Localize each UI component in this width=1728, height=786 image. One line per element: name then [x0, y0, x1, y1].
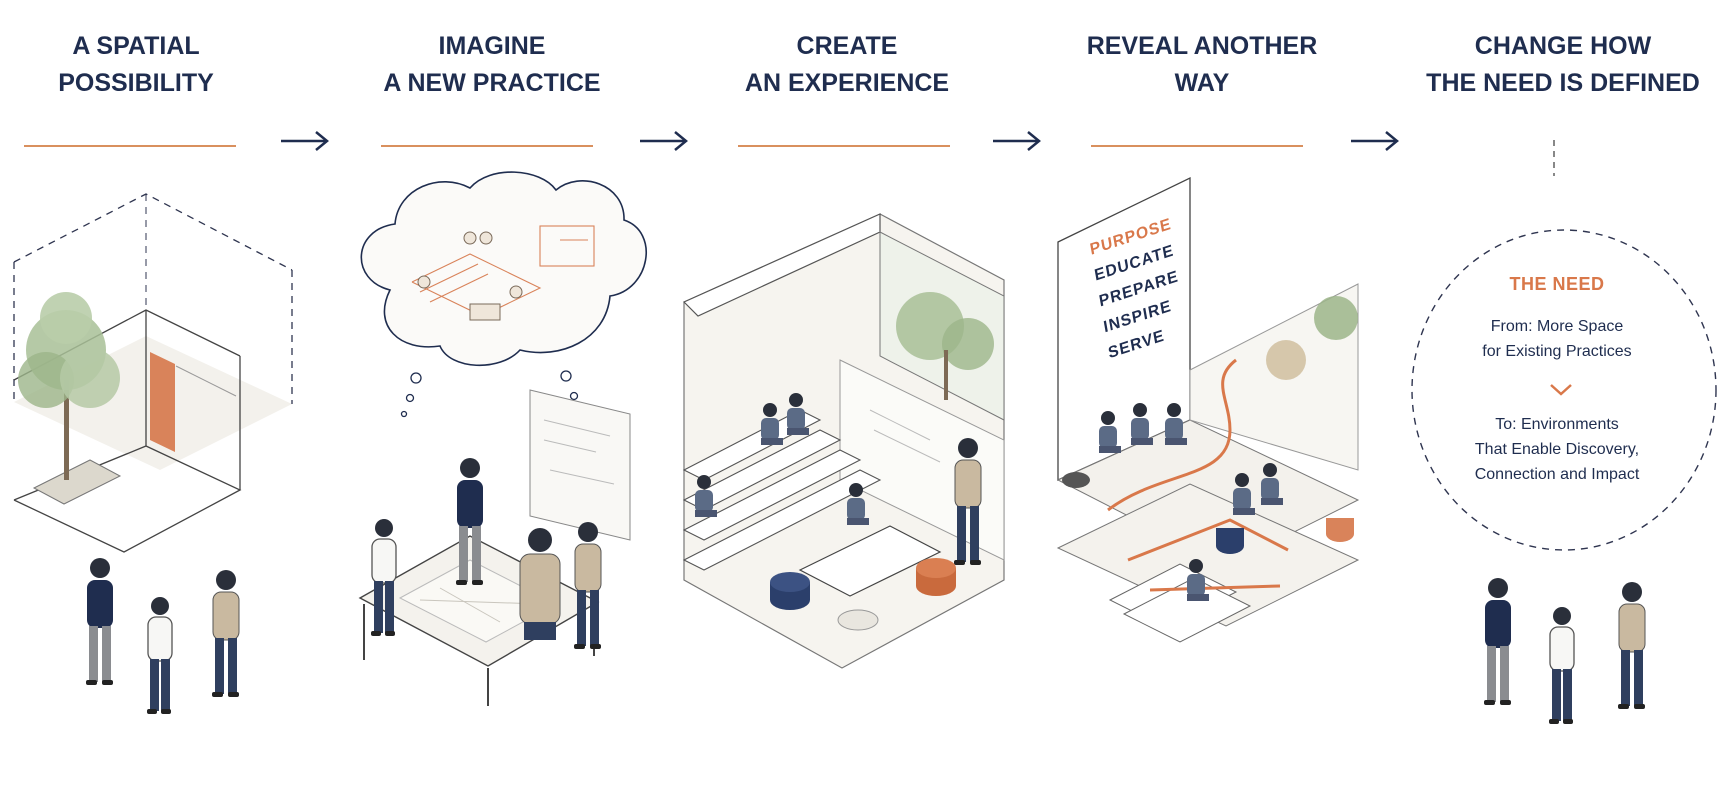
- right-arrow-icon: [993, 131, 1041, 151]
- right-arrow-icon: [1351, 131, 1399, 151]
- step-title-reveal-another-way: REVEAL ANOTHER WAY: [1052, 28, 1352, 102]
- need-from-text: From: More Space for Existing Practices: [1442, 314, 1672, 364]
- step-title-imagine-practice: IMAGINE A NEW PRACTICE: [342, 28, 642, 102]
- step-title-spatial-possibility: A SPATIAL POSSIBILITY: [0, 28, 286, 102]
- right-arrow-icon: [281, 131, 329, 151]
- step-title-line: REVEAL ANOTHER: [1086, 32, 1318, 60]
- step-title-line: AN EXPERIENCE: [744, 69, 950, 97]
- step-title-line: IMAGINE: [438, 32, 546, 60]
- step-title-line: POSSIBILITY: [58, 69, 214, 97]
- chevron-down-icon: [1550, 384, 1572, 396]
- scene-imagine-practice: [358, 171, 647, 706]
- scene-reveal-another-way: [1056, 176, 1360, 643]
- step-title-line: CREATE: [796, 32, 898, 60]
- need-to-line: That Enable Discovery,: [1474, 441, 1640, 458]
- right-arrow-icon: [640, 131, 688, 151]
- need-from-line: for Existing Practices: [1482, 343, 1632, 360]
- scene-change-need: [1411, 140, 1717, 725]
- scene-create-experience: [682, 213, 1005, 669]
- step-title-create-experience: CREATE AN EXPERIENCE: [697, 28, 997, 102]
- step-title-line: A NEW PRACTICE: [383, 69, 601, 97]
- step-underline: [24, 145, 236, 147]
- step-title-line: WAY: [1174, 69, 1230, 97]
- step-title-line: THE NEED IS DEFINED: [1426, 69, 1700, 97]
- step-title-line: A SPATIAL: [72, 32, 200, 60]
- step-underline: [1091, 145, 1303, 147]
- need-to-line: To: Environments: [1495, 416, 1619, 433]
- step-title-line: CHANGE HOW: [1474, 32, 1652, 60]
- step-underline: [738, 145, 950, 147]
- need-title: THE NEED: [1509, 274, 1605, 294]
- step-underline: [381, 145, 593, 147]
- scene-spatial-possibility: [13, 193, 293, 715]
- need-to-text: To: Environments That Enable Discovery, …: [1442, 412, 1672, 487]
- need-from-line: From: More Space: [1490, 318, 1624, 335]
- step-title-change-need: CHANGE HOW THE NEED IS DEFINED: [1408, 28, 1718, 102]
- need-to-line: Connection and Impact: [1474, 466, 1640, 483]
